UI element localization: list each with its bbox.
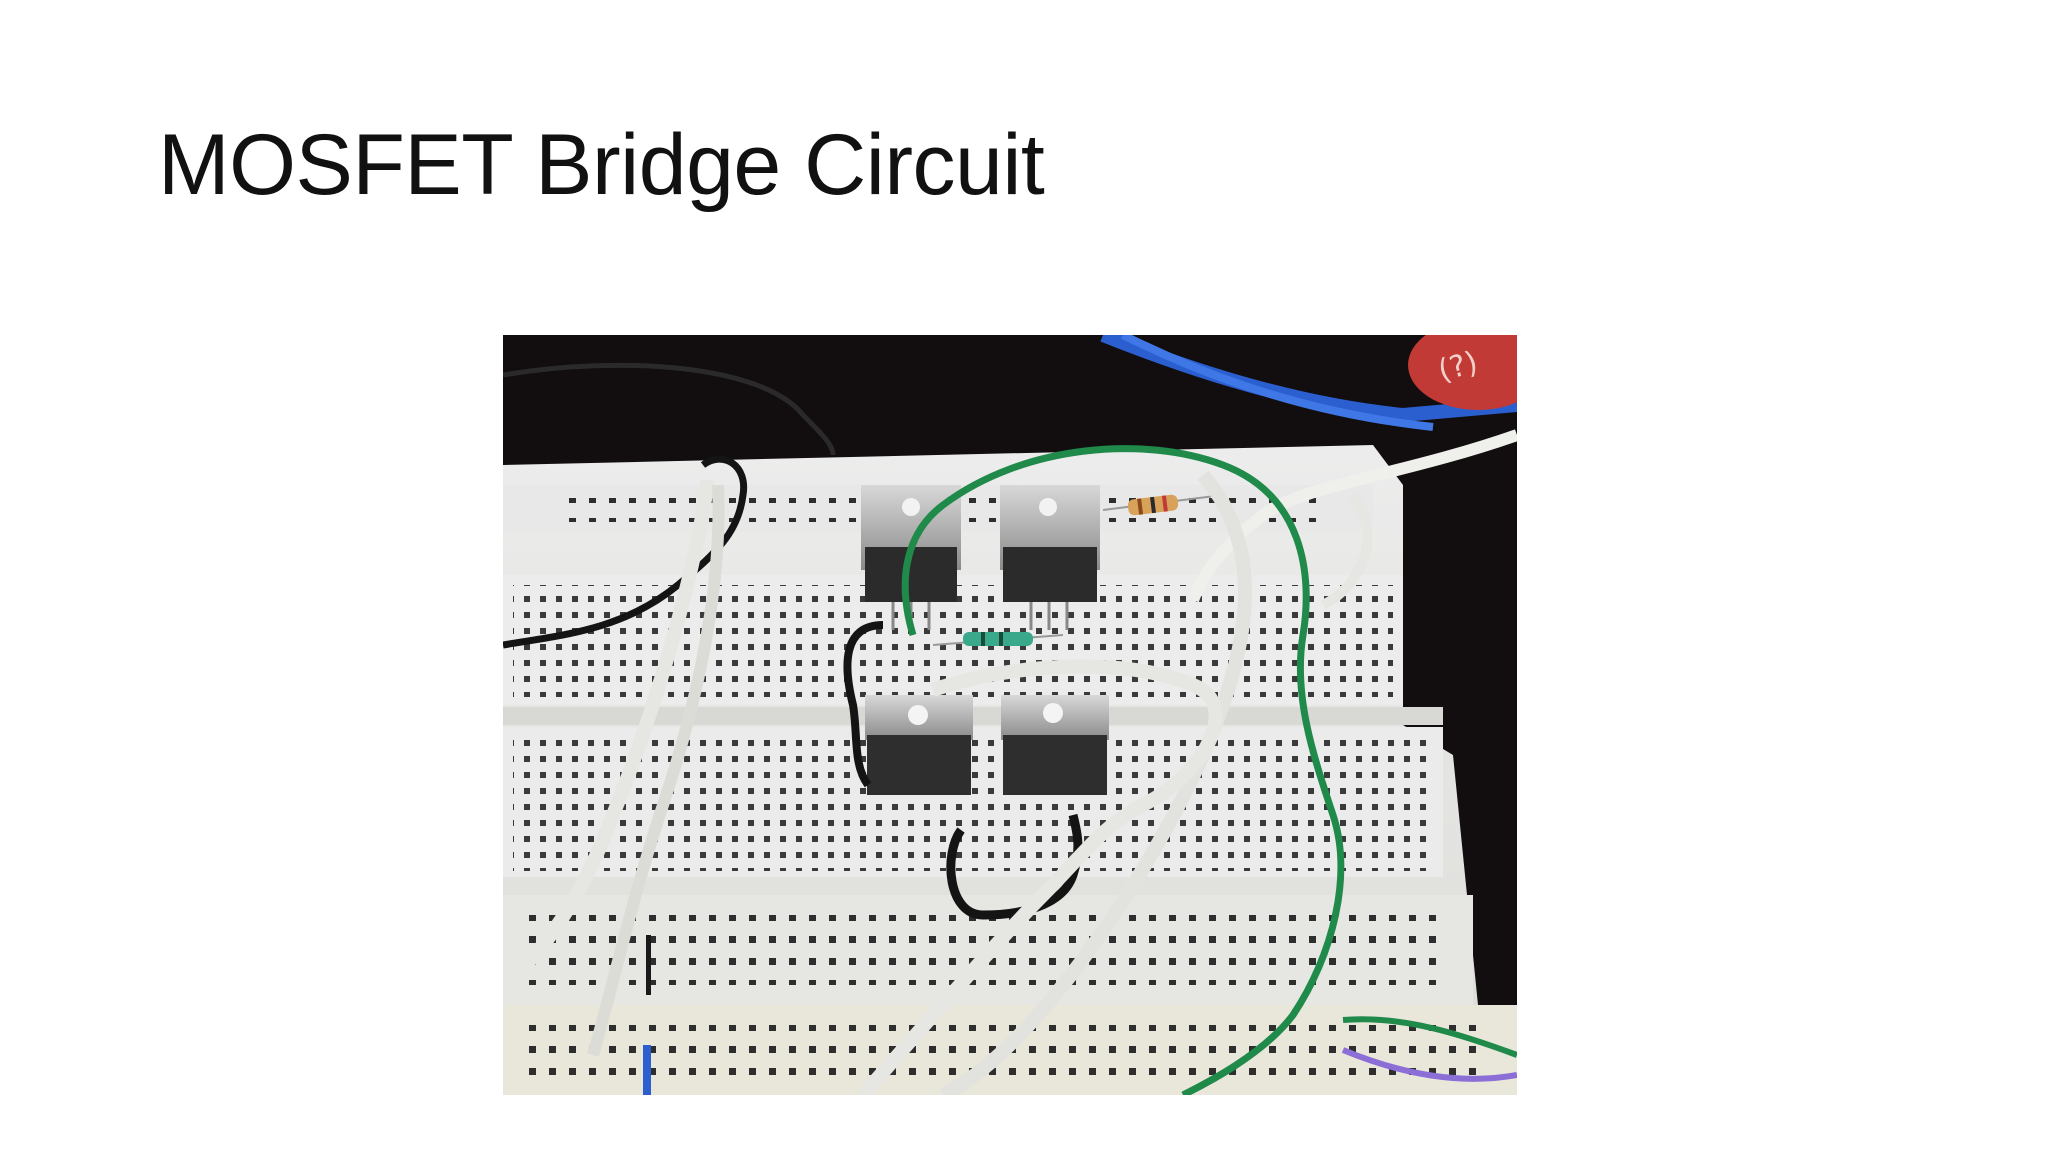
mosfet-top-left [861, 485, 961, 630]
black-wire-left [843, 621, 884, 788]
resistor-middle [932, 632, 1064, 646]
breadboard-photo-svg: (?) [503, 335, 1517, 1095]
purple-wire [1341, 1047, 1517, 1082]
mosfet-top-right [1000, 485, 1100, 630]
slide-title: MOSFET Bridge Circuit [158, 117, 1045, 213]
black-wire-top-left [503, 455, 748, 649]
blue-marker [643, 1045, 651, 1095]
resistor-top [1102, 494, 1224, 516]
red-object [1408, 335, 1517, 410]
white-wire-5 [857, 659, 1223, 1095]
white-wire-4 [939, 470, 1252, 1095]
green-wire [901, 445, 1345, 1095]
mosfet-bottom-right [1001, 695, 1109, 795]
mosfet-bottom-left [865, 695, 973, 795]
white-wire-1 [503, 479, 715, 991]
breadboard-photo: (?) [503, 335, 1517, 1095]
white-wire-2 [587, 484, 725, 1057]
